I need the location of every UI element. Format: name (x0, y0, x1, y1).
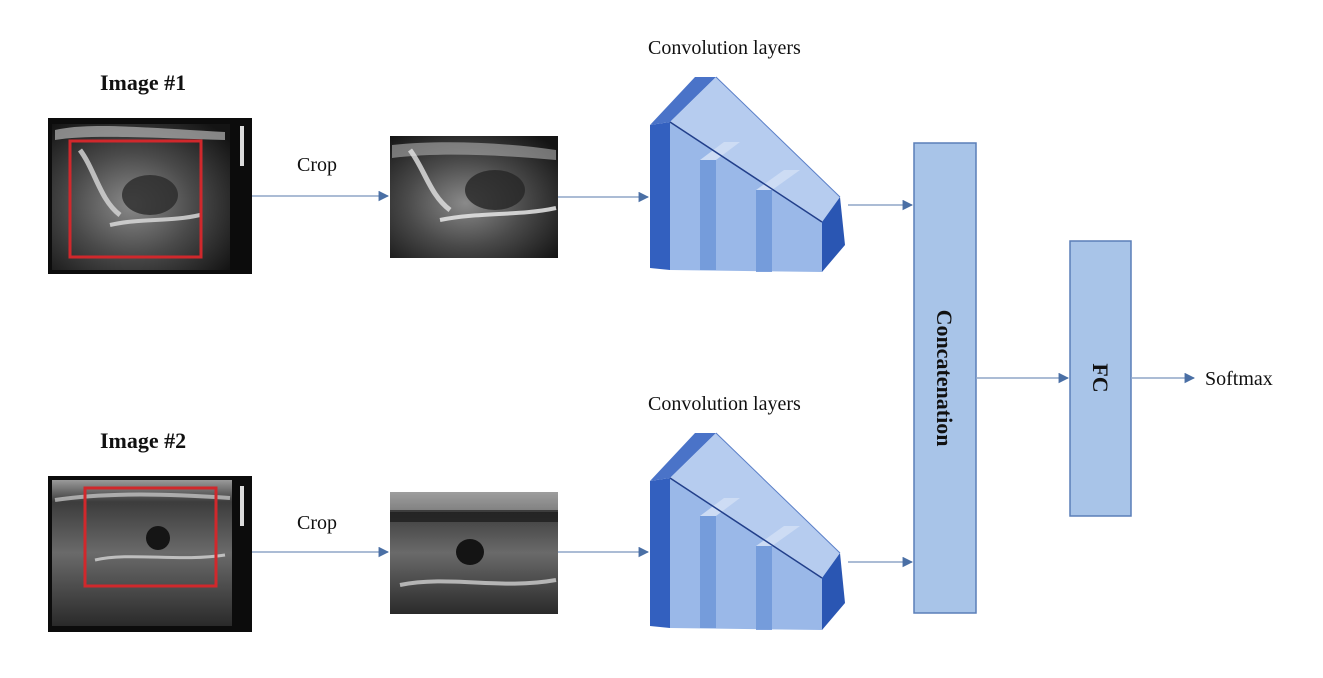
conv-label-2: Convolution layers (648, 393, 801, 415)
concatenation-block: Concatenation (913, 142, 977, 614)
crop-label-1: Crop (297, 154, 337, 176)
ultrasound-image-2 (48, 476, 252, 632)
branch-2: Image #2 Crop Convolution layers (48, 393, 914, 632)
conv-block-1 (650, 76, 845, 272)
cropped-image-1 (390, 136, 558, 258)
crop-label-2: Crop (297, 512, 337, 534)
softmax-label: Softmax (1205, 368, 1273, 390)
concatenation-label: Concatenation (932, 310, 957, 447)
conv-label-1: Convolution layers (648, 37, 801, 59)
cropped-image-2 (390, 492, 558, 614)
image-1-label: Image #1 (100, 70, 186, 95)
fc-block: FC (1069, 240, 1132, 517)
crop-region-box-2 (83, 486, 218, 588)
conv-block-2 (650, 432, 845, 630)
fc-label: FC (1088, 363, 1113, 392)
ultrasound-image-1 (48, 118, 252, 274)
crop-region-box-1 (68, 139, 203, 259)
branch-1: Image #1 Crop Convolution layers (48, 37, 914, 274)
image-2-label: Image #2 (100, 428, 186, 453)
